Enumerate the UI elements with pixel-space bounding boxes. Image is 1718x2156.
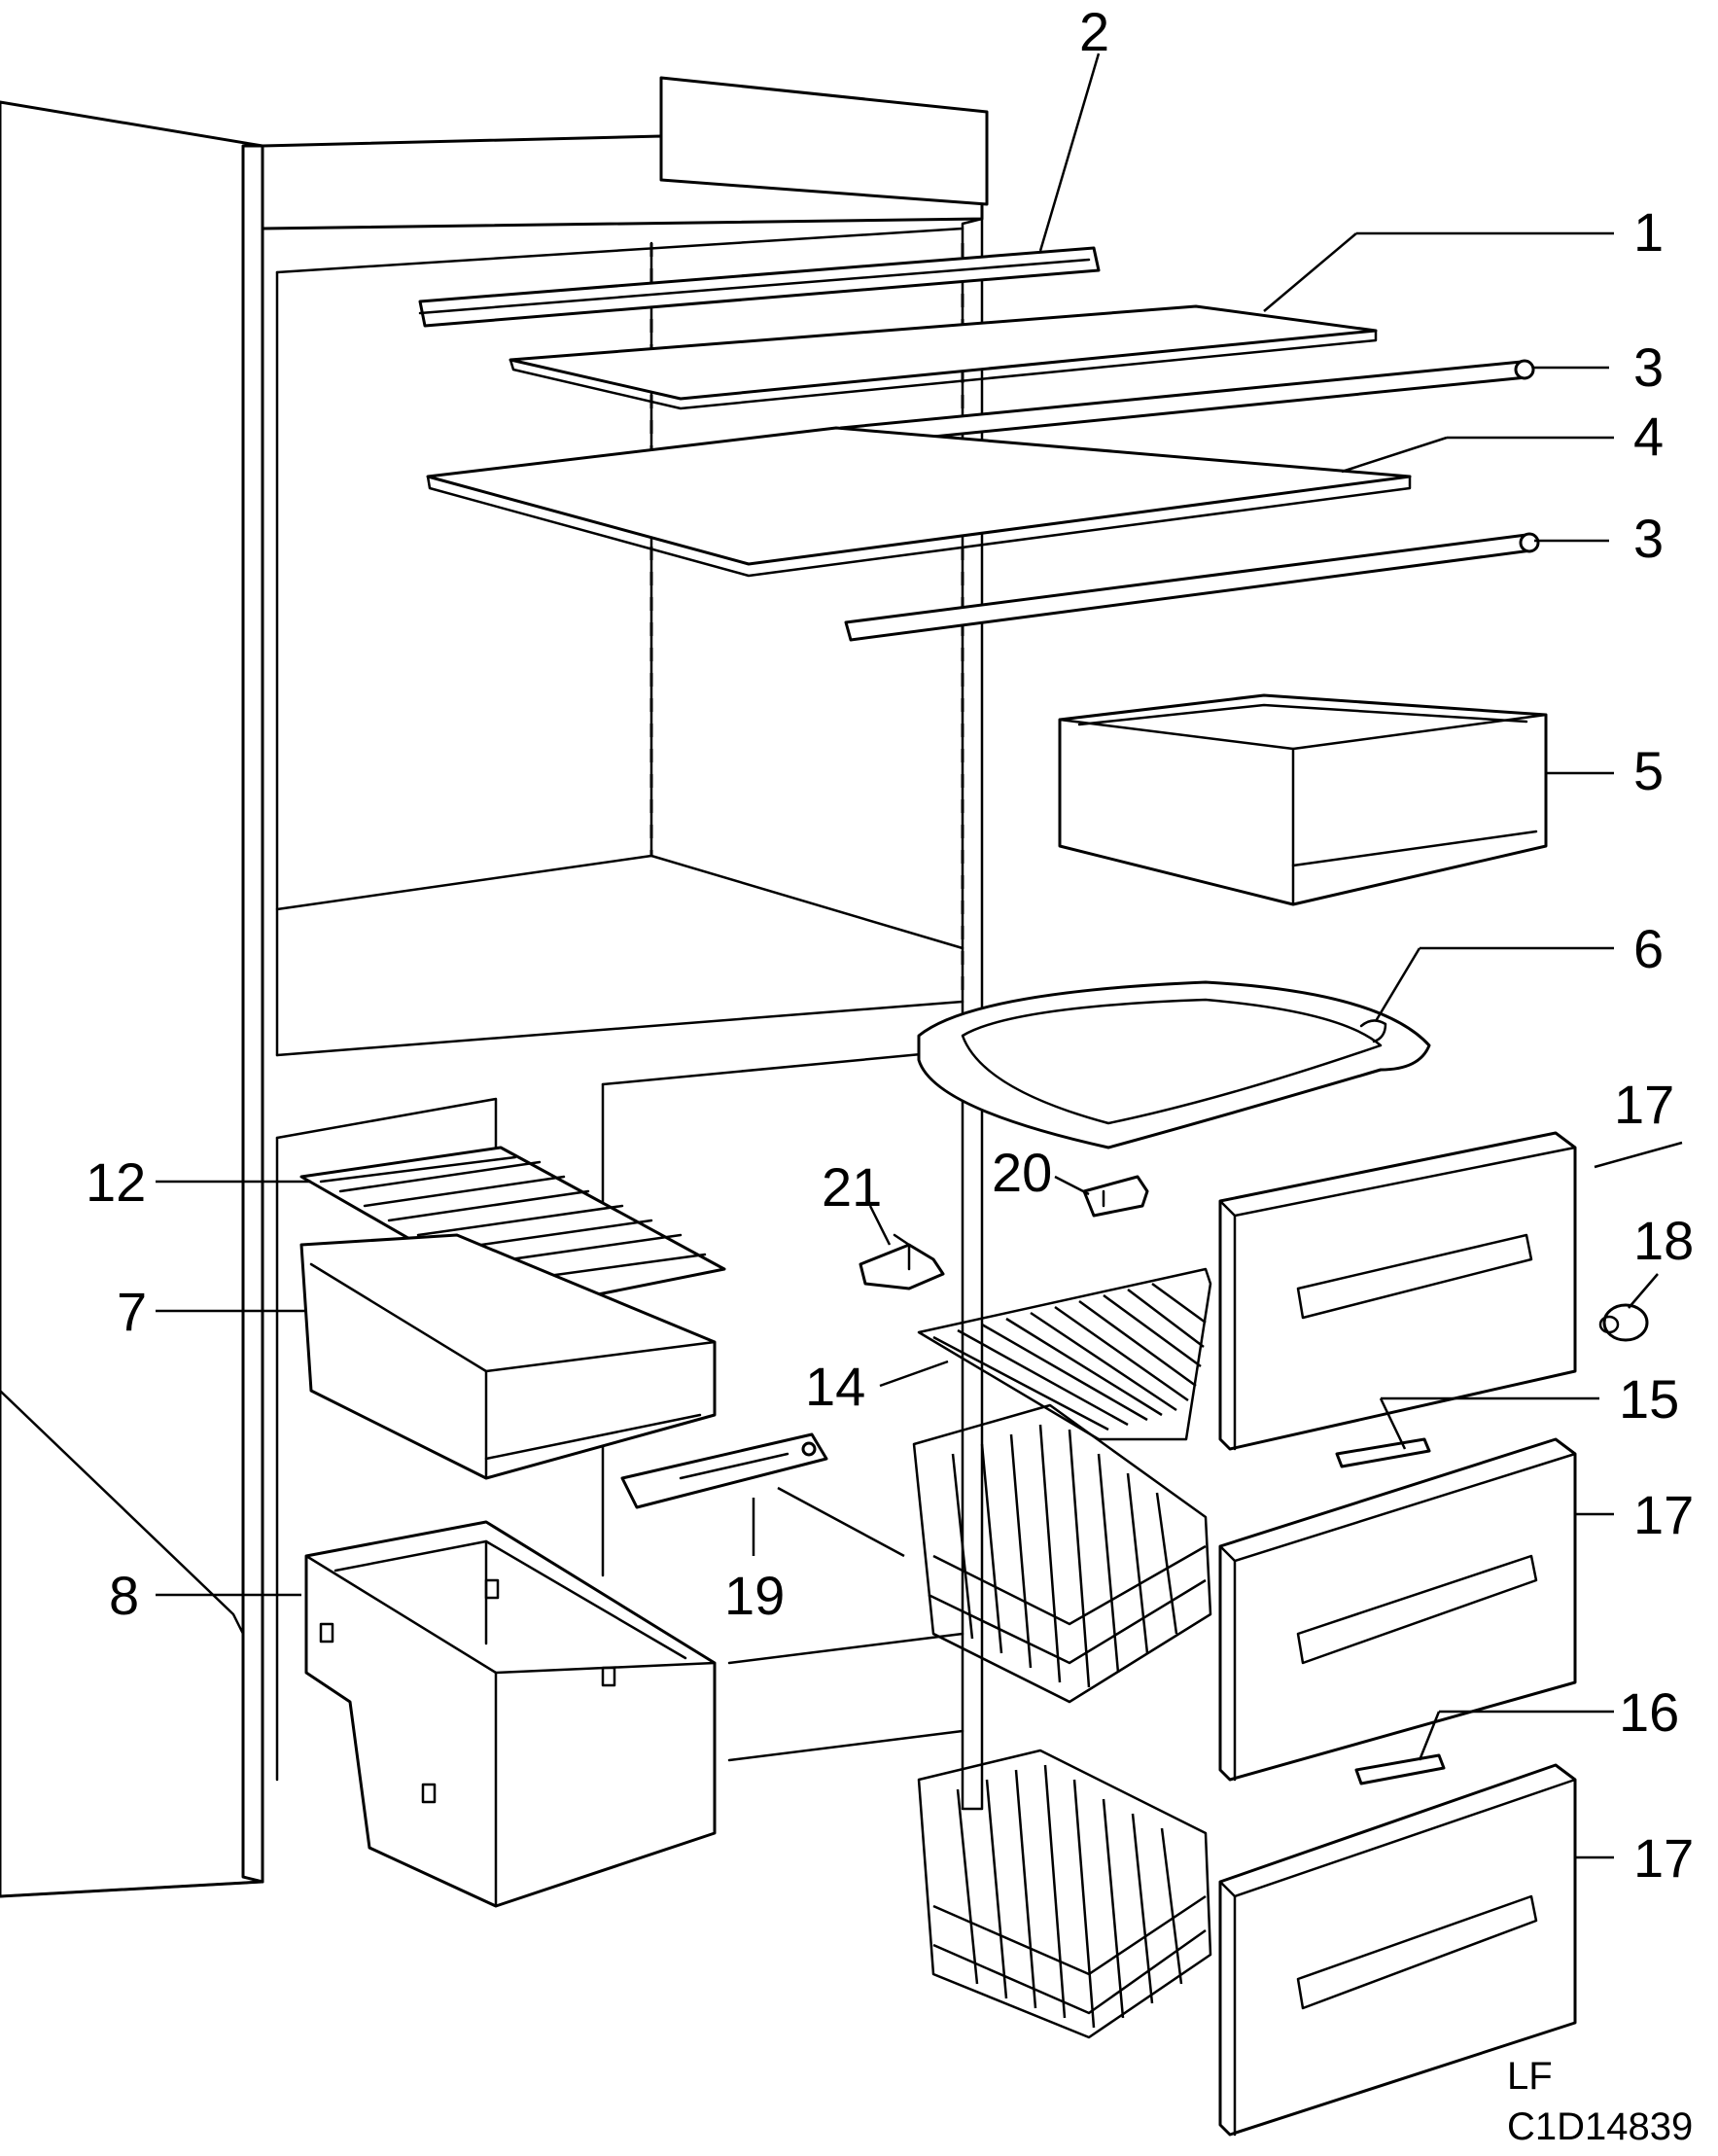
part-7-drawer: [299, 1233, 717, 1480]
callout-14: 14: [805, 1356, 865, 1417]
leader-lines: [156, 53, 1683, 1859]
callout-19: 19: [724, 1565, 785, 1626]
part-17-drawer-front-lower: [1218, 1763, 1577, 2137]
part-1-glass-shelf: [508, 304, 1378, 410]
part-14-wire-shelf: [917, 1267, 1212, 1441]
part-16-rail: [1354, 1753, 1446, 1785]
part-4-glass-shelf: [426, 426, 1412, 578]
part-19-handle-strip: [620, 1432, 828, 1509]
callout-16: 16: [1619, 1681, 1679, 1743]
callout-3-lower: 3: [1633, 508, 1664, 569]
basket-upper: [912, 1403, 1212, 1704]
basket-lower: [917, 1749, 1212, 2039]
footer-code-number: C1D14839: [1507, 2105, 1693, 2148]
callout-17-bottom: 17: [1633, 1827, 1694, 1889]
part-20-clip: [1082, 1175, 1149, 1218]
callout-3-upper: 3: [1633, 336, 1664, 398]
part-6-crisper-lid: [917, 980, 1431, 1149]
callout-1: 1: [1633, 201, 1664, 263]
part-17-drawer-front-middle: [1218, 1437, 1577, 1782]
callout-8: 8: [109, 1565, 139, 1626]
callout-7: 7: [117, 1281, 147, 1342]
part-2-shelf-trim: [418, 246, 1101, 328]
callout-18: 18: [1633, 1210, 1694, 1271]
callout-21: 21: [822, 1156, 882, 1218]
callout-17-top: 17: [1614, 1074, 1674, 1135]
fridge-cabinet: [0, 76, 989, 1898]
callout-15: 15: [1619, 1368, 1679, 1430]
part-15-rail: [1335, 1437, 1431, 1468]
callout-12: 12: [86, 1151, 146, 1213]
part-5-dairy-box: [1058, 693, 1548, 906]
footer-code-lf: LF: [1507, 2055, 1553, 2098]
callout-labels: 1 2 3 4 3 5 6 17 12 20 21 18 7 14 15 17 …: [86, 1, 1694, 1889]
callout-20: 20: [992, 1142, 1052, 1203]
part-18-knob: [1598, 1303, 1649, 1342]
callout-2: 2: [1079, 1, 1109, 62]
part-21-clip: [859, 1233, 945, 1290]
callout-17-middle: 17: [1633, 1484, 1694, 1545]
part-3-shelf-rail-lower: [844, 532, 1540, 642]
callout-6: 6: [1633, 918, 1664, 979]
part-8-large-box: [304, 1520, 717, 1908]
callout-5: 5: [1633, 740, 1664, 801]
part-17-drawer-front-upper: [1218, 1131, 1577, 1451]
callout-4: 4: [1633, 406, 1664, 467]
